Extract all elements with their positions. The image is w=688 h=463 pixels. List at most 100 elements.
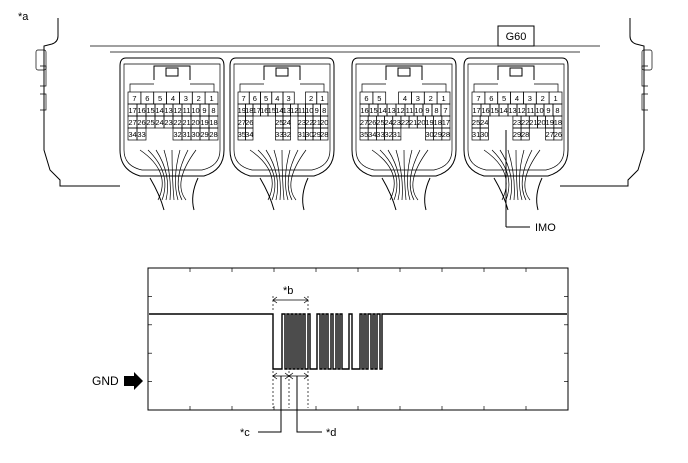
pin-number: 16 [260, 106, 268, 115]
pin-number: 4 [275, 94, 279, 103]
connector-latch [385, 65, 423, 80]
pin-number: 23 [298, 118, 306, 127]
pin-number: 26 [554, 130, 562, 139]
pin-number: 34 [245, 130, 253, 139]
waveform-trace [149, 313, 567, 370]
pin-number: 30 [480, 130, 488, 139]
pin-number: 28 [521, 130, 529, 139]
pin-number: 25 [146, 118, 154, 127]
pin-number: 8 [434, 106, 438, 115]
pin-number: 21 [313, 118, 321, 127]
pin-number: 22 [305, 118, 313, 127]
pin-number: 9 [546, 106, 550, 115]
connector-name-box: G60 [497, 25, 535, 47]
pin-number: 15 [268, 106, 276, 115]
pin-number: 13 [387, 106, 395, 115]
pin-number: 13 [508, 106, 516, 115]
pin-number: 17 [442, 118, 450, 127]
pin-number: 24 [283, 118, 291, 127]
pin-number: 27 [128, 118, 136, 127]
pin-number: 16 [137, 106, 145, 115]
pin-number: 13 [164, 106, 172, 115]
connector-latch [497, 65, 535, 80]
pin-number: 34 [368, 130, 376, 139]
pin-number: 28 [442, 130, 450, 139]
pin-number: 5 [264, 94, 268, 103]
pin-number: 18 [554, 118, 562, 127]
pin-number: 4 [403, 94, 407, 103]
pin-number: 21 [182, 118, 190, 127]
pin-number: 5 [158, 94, 162, 103]
pin-number: 19 [425, 118, 433, 127]
pin-number: 21 [409, 118, 417, 127]
pin-number: 20 [417, 118, 425, 127]
callout-b-label: *b [283, 285, 293, 297]
wire-harness [371, 149, 431, 211]
pin-number: 14 [275, 106, 283, 115]
pin-number: 28 [320, 130, 328, 139]
pin-number: 14 [378, 106, 386, 115]
pin-number: 9 [315, 106, 319, 115]
pin-number: 18 [434, 118, 442, 127]
pin-number: 10 [535, 106, 543, 115]
pin-number: 3 [528, 94, 532, 103]
pin-number: 12 [290, 106, 298, 115]
pin-number: 26 [137, 118, 145, 127]
wire-harness [139, 149, 199, 211]
ground-marker: GND [92, 372, 143, 390]
pin-number: 31 [298, 130, 306, 139]
pin-number: 6 [253, 94, 257, 103]
connector-body [229, 57, 335, 177]
connector-latch [153, 65, 191, 80]
pin-number: 3 [416, 94, 420, 103]
pin-number: 6 [489, 94, 493, 103]
pin-number: 8 [555, 106, 559, 115]
pin-number: 28 [209, 130, 217, 139]
pin-number: 25 [472, 118, 480, 127]
pin-number: 34 [128, 130, 136, 139]
imo-terminal-label: IMO [535, 222, 556, 234]
pin-number: 23 [393, 118, 401, 127]
pin-number: 24 [384, 118, 392, 127]
pin-number: 10 [414, 106, 422, 115]
pin-number: 22 [173, 118, 181, 127]
pin-number: 15 [146, 106, 154, 115]
pin-number: 31 [472, 130, 480, 139]
pin-number: 33 [376, 130, 384, 139]
pin-number: 25 [376, 118, 384, 127]
pin-number: 23 [513, 118, 521, 127]
pin-number: 1 [553, 94, 557, 103]
pin-number: 17 [472, 106, 480, 115]
pin-number: 1 [320, 94, 324, 103]
pin-number: 30 [191, 130, 199, 139]
pin-number: 7 [443, 106, 447, 115]
pin-number: 27 [546, 130, 554, 139]
pin-number: 26 [368, 118, 376, 127]
pin-number: 7 [242, 94, 246, 103]
pin-number: 30 [425, 130, 433, 139]
pin-number: 3 [184, 94, 188, 103]
pin-number: 5 [377, 94, 381, 103]
pin-number: 1 [441, 94, 445, 103]
pin-number: 2 [309, 94, 313, 103]
connector-body [119, 57, 225, 177]
pin-number: 17 [253, 106, 261, 115]
pin-number: 23 [164, 118, 172, 127]
pin-number: 4 [171, 94, 175, 103]
pin-number: 17 [128, 106, 136, 115]
pin-number: 19 [238, 106, 246, 115]
ecu-housing [35, 18, 653, 187]
pin-number: 8 [322, 106, 326, 115]
pin-number: 18 [209, 118, 217, 127]
pin-number: 20 [320, 118, 328, 127]
pin-number: 29 [200, 130, 208, 139]
pin-number: 16 [481, 106, 489, 115]
pin-number: 19 [200, 118, 208, 127]
connector-name: G60 [506, 31, 527, 43]
pin-number: 29 [513, 130, 521, 139]
figure-tag: *a [18, 11, 29, 23]
connector-latch [263, 65, 301, 80]
pin-number: 18 [245, 106, 253, 115]
